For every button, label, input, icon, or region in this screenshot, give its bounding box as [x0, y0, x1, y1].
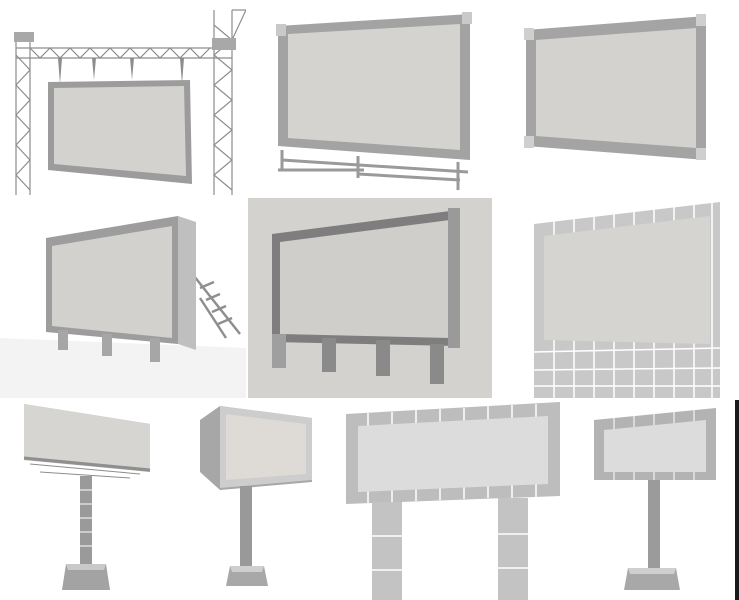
billboard-with-box-legs-render: [248, 198, 492, 398]
tiled-frame-billboard-render: [494, 198, 739, 398]
single-pole-box-billboard-render: [174, 400, 336, 600]
single-pole-lattice-billboard-render: [0, 400, 172, 600]
tile-single-pole-box-billboard: [174, 400, 336, 600]
freestanding-billboard-render: [248, 0, 492, 196]
tile-deep-billboard-with-stairs: [0, 198, 246, 398]
tile-billboard-with-box-legs: [248, 198, 492, 398]
tile-tiled-frame-billboard: [494, 198, 739, 398]
tile-truss-gantry-billboard: [0, 0, 246, 196]
tile-single-pole-lattice-billboard: [0, 400, 172, 600]
tile-flat-wall-billboard: [494, 0, 739, 196]
deep-billboard-with-stairs-render: [0, 198, 246, 398]
tile-freestanding-billboard: [248, 0, 492, 196]
tile-small-pole-tiled-billboard: [572, 400, 739, 600]
truss-gantry-billboard-render: [0, 0, 246, 196]
two-column-tiled-billboard-render: [338, 400, 570, 600]
tile-two-column-tiled-billboard: [338, 400, 570, 600]
small-pole-tiled-billboard-render: [572, 400, 739, 600]
flat-wall-billboard-render: [494, 0, 739, 196]
